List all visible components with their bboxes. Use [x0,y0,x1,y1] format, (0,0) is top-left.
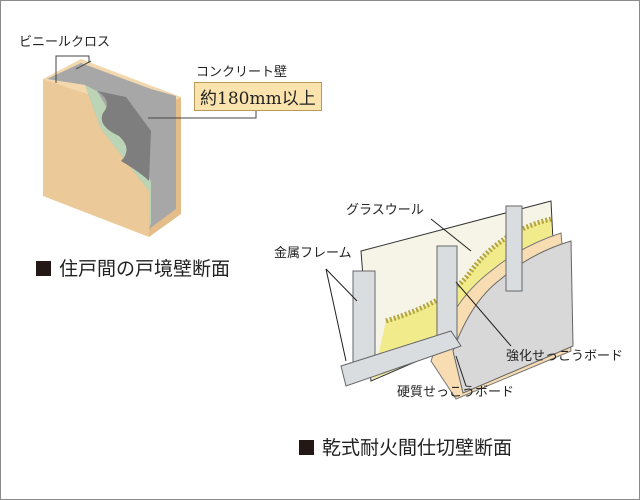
label-vinyl-cloth: ビニールクロス [19,35,111,50]
caption-text: 乾式耐火間仕切壁断面 [322,437,513,459]
caption-text: 住戸間の戸境壁断面 [59,258,231,280]
label-glass-wool: グラスウール [346,203,424,218]
fire-partition-illustration [325,200,574,400]
label-hard-gypsum-board: 硬質せっこうボード [397,385,515,400]
concrete-wall-illustration [43,59,181,237]
label-reinforced-gypsum-board: 強化せっこうボード [506,349,624,364]
square-bullet-icon [36,261,51,276]
caption-party-wall: 住戸間の戸境壁断面 [36,254,230,281]
label-concrete-wall: コンクリート壁 [196,65,288,80]
square-bullet-icon [299,440,314,455]
thickness-badge: 約180mm以上 [194,82,322,111]
caption-fire-partition: 乾式耐火間仕切壁断面 [299,433,512,460]
label-metal-frame: 金属フレーム [274,246,352,261]
